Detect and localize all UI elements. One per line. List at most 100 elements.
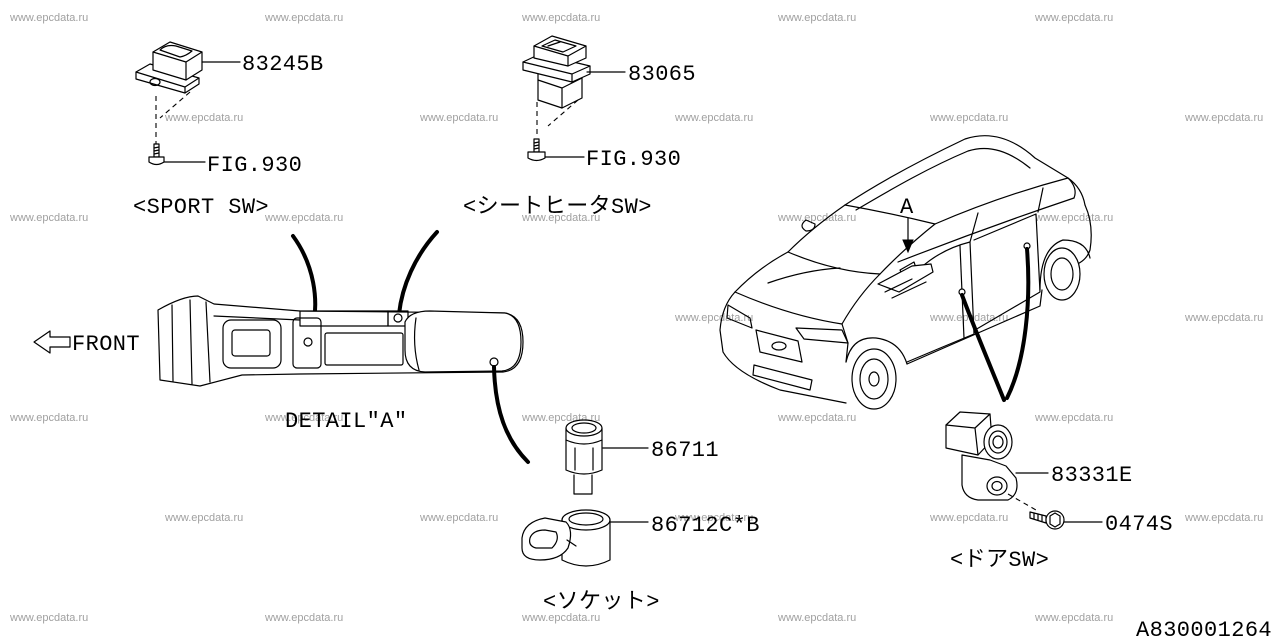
b-pillar-upper: [969, 212, 979, 243]
interior-console-detail: [884, 278, 927, 299]
windshield-top: [844, 204, 936, 225]
front-grille: [755, 329, 803, 363]
window-belt-line: [897, 197, 1075, 263]
socket-cap-part: [521, 509, 611, 567]
front-rim: [859, 358, 889, 400]
sport-switch-part: [135, 41, 203, 94]
screw-washer: [1045, 510, 1065, 530]
seat-heater-switch-part: [522, 35, 591, 109]
sport-switch-group: 83245B FIG.930 <SPORT SW>: [133, 41, 324, 220]
watermark-text: www.epcdata.ru: [419, 512, 498, 524]
screw-hex-head: [1049, 512, 1061, 528]
socket-slots: [574, 447, 594, 471]
screw-thread: [153, 146, 160, 155]
front-bumper: [719, 291, 847, 404]
cap-holder-body: [561, 519, 611, 567]
watermark-text: www.epcdata.ru: [521, 612, 600, 624]
switch-mount-hole: [149, 77, 161, 87]
watermark-text: www.epcdata.ru: [777, 12, 856, 24]
socket-top: [565, 419, 603, 437]
sport-switch-part-number: 83245B: [242, 52, 324, 77]
watermark-text: www.epcdata.ru: [777, 212, 856, 224]
socket-tail: [573, 474, 593, 495]
watermark-text: www.epcdata.ru: [521, 12, 600, 24]
socket-cap-part-number: 86712C*B: [651, 513, 760, 538]
callout-line-seat-heater-switch: [397, 230, 439, 316]
watermark-text: www.epcdata.ru: [1034, 12, 1113, 24]
switch-flange-edge: [522, 61, 591, 83]
screw-thread: [1033, 512, 1043, 522]
cap-lid: [521, 517, 572, 561]
cap-strap: [566, 539, 577, 547]
watermark-text: www.epcdata.ru: [164, 512, 243, 524]
front-label: FRONT: [72, 332, 140, 357]
hood-crease: [767, 267, 841, 284]
sport-switch-location: [303, 337, 313, 347]
callout-line-socket: [492, 365, 530, 464]
far-headlight: [726, 304, 753, 329]
sport-switch-caption: <SPORT SW>: [133, 195, 269, 220]
front-fender-edge: [841, 323, 849, 363]
rear-wheel-arch: [1039, 239, 1091, 291]
callout-line-door-switch: [960, 293, 1006, 402]
socket-rim: [565, 439, 603, 445]
seat-heater-switch-part-number: 83065: [628, 62, 696, 87]
watermark-text: www.epcdata.ru: [9, 412, 88, 424]
far-side-mirror: [801, 219, 816, 232]
switch-panel: [292, 317, 322, 369]
seat-heater-switch-group: 83065 FIG.930 <シートヒータSW>: [463, 35, 696, 220]
watermark-text: www.epcdata.ru: [264, 612, 343, 624]
drawing-number: A830001264: [1136, 618, 1272, 639]
watermark-text: www.epcdata.ru: [521, 212, 600, 224]
watermark-text: www.epcdata.ru: [929, 112, 1008, 124]
console-rib: [171, 299, 211, 385]
assembly-guide-line: [547, 99, 579, 127]
side-sill: [906, 289, 1043, 365]
door-switch-part-number: 83331E: [1051, 463, 1133, 488]
hood-front-edge: [734, 291, 843, 325]
door-switch-plunger: [983, 424, 1013, 460]
seat-heater-switch-fig-ref: FIG.930: [586, 147, 681, 172]
screw-icon: [527, 138, 546, 162]
socket-caption: <ソケット>: [543, 590, 660, 615]
screw-head: [527, 151, 546, 162]
watermark-text: www.epcdata.ru: [777, 612, 856, 624]
socket-opening: [571, 422, 597, 434]
switch-flange: [135, 63, 200, 94]
door-switch-part: [945, 411, 1018, 501]
socket-body-part-number: 86711: [651, 438, 719, 463]
switch-flange-edge: [135, 71, 200, 94]
shift-lever-area: [222, 319, 282, 369]
near-roof-rail: [934, 177, 1069, 225]
door-switch-mount-ring: [986, 476, 1008, 496]
armrest: [404, 310, 522, 373]
socket-group: 86711 86712C*B <ソケット>: [521, 419, 760, 615]
seat-heater-switch-caption: <シートヒータSW>: [463, 195, 652, 220]
console-detail-group: DETAIL"A": [157, 230, 530, 464]
switch-upper-edge: [533, 45, 587, 67]
roof-outline: [844, 135, 1086, 206]
interior-console: [877, 263, 934, 293]
rear-door: [973, 213, 1041, 331]
watermark-text: www.epcdata.ru: [264, 412, 343, 424]
assembly-guide-line: [159, 91, 191, 119]
watermark-text: www.epcdata.ru: [674, 312, 753, 324]
front-arrow-icon: [33, 330, 71, 354]
c-pillar: [1037, 187, 1044, 213]
seat-heater-switch-location: [393, 313, 403, 323]
door-switch-lower-body: [961, 454, 1018, 501]
watermark-text: www.epcdata.ru: [674, 112, 753, 124]
storage-tray: [324, 332, 404, 366]
door-switch-mount-hole: [991, 480, 1003, 492]
rear-rim: [1050, 257, 1074, 291]
near-headlight: [795, 327, 849, 344]
sport-switch-fig-ref: FIG.930: [207, 153, 302, 178]
screw-icon: [1029, 510, 1065, 530]
door-switch-caption: <ドアSW>: [950, 548, 1049, 573]
switch-body-edge: [152, 51, 203, 81]
assembly-guide-line: [1007, 493, 1037, 511]
watermark-text: www.epcdata.ru: [9, 212, 88, 224]
screw-icon: [148, 143, 165, 166]
door-switch-housing-edge: [945, 413, 991, 456]
